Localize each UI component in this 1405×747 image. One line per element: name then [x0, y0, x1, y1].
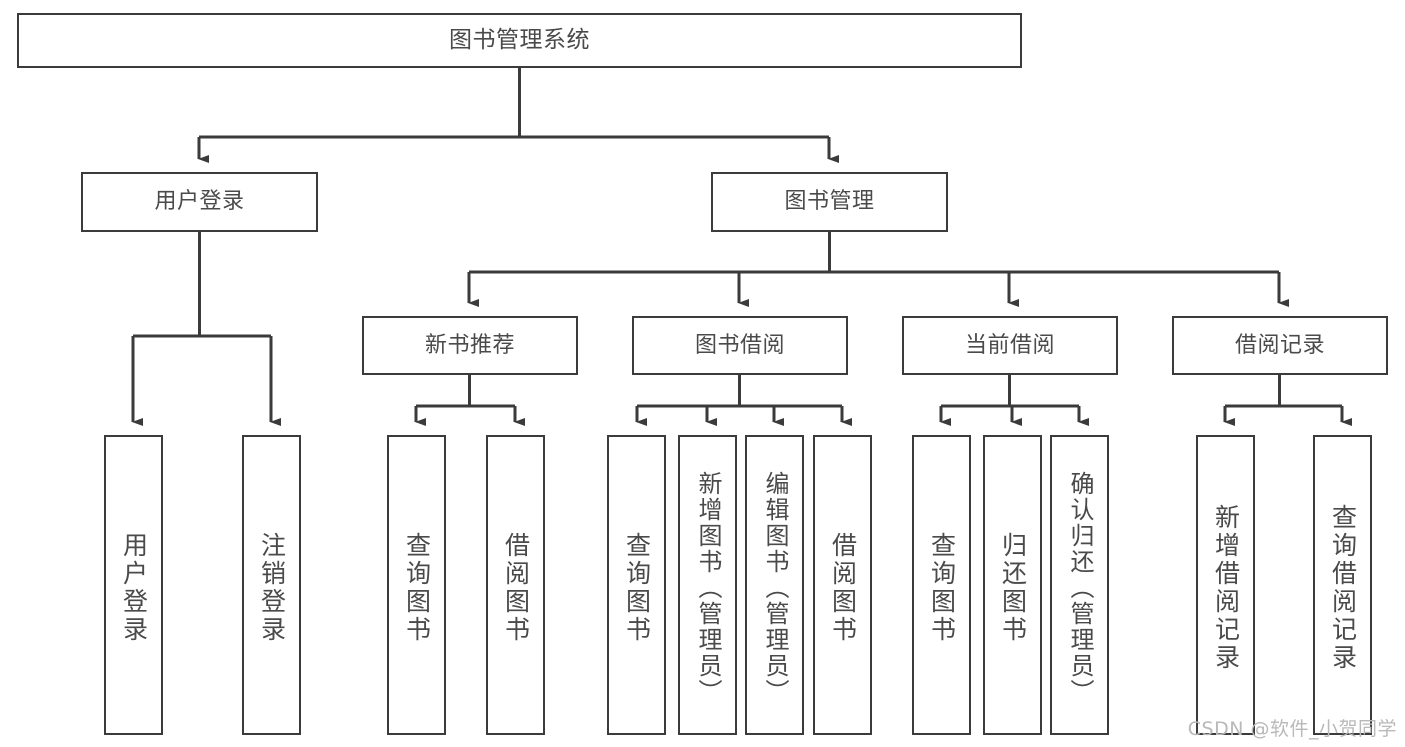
csdn-watermark: CSDN @软件_小贺同学	[1187, 718, 1397, 740]
node-leaf-borrow-book-label: 借阅图书	[828, 532, 858, 644]
node-book-manage-label: 图书管理	[784, 189, 875, 215]
node-leaf-confirm-return-label: 确认归还（管理员）	[1065, 471, 1094, 705]
node-leaf-query-book-borrow[interactable]: 查询图书	[607, 435, 666, 735]
node-leaf-edit-book-label: 编辑图书（管理员）	[760, 471, 789, 705]
node-leaf-borrow-book-rec[interactable]: 借阅图书	[486, 435, 545, 735]
node-book-borrow[interactable]: 图书借阅	[632, 316, 848, 375]
node-leaf-add-book[interactable]: 新增图书（管理员）	[678, 435, 737, 735]
node-leaf-query-borrow-record-label: 查询借阅记录	[1328, 504, 1358, 672]
node-leaf-logout[interactable]: 注销登录	[242, 435, 301, 735]
node-leaf-return-book[interactable]: 归还图书	[983, 435, 1042, 735]
node-borrow-record-label: 借阅记录	[1234, 332, 1325, 358]
node-leaf-logout-label: 注销登录	[257, 532, 287, 644]
node-leaf-borrow-book-rec-label: 借阅图书	[501, 532, 531, 644]
node-root-label: 图书管理系统	[449, 26, 590, 53]
node-book-borrow-label: 图书借阅	[694, 332, 785, 358]
node-current-borrow-label: 当前借阅	[964, 332, 1055, 358]
node-user-login[interactable]: 用户登录	[81, 172, 318, 232]
node-leaf-query-book-rec[interactable]: 查询图书	[387, 435, 446, 735]
node-leaf-borrow-book[interactable]: 借阅图书	[813, 435, 872, 735]
node-leaf-user-login[interactable]: 用户登录	[104, 435, 163, 735]
node-leaf-query-book-rec-label: 查询图书	[402, 532, 432, 644]
node-leaf-user-login-label: 用户登录	[119, 532, 149, 644]
node-new-book-recommend-label: 新书推荐	[424, 332, 515, 358]
node-borrow-record[interactable]: 借阅记录	[1172, 316, 1388, 375]
node-leaf-add-borrow-record[interactable]: 新增借阅记录	[1196, 435, 1255, 735]
node-leaf-query-borrow-record[interactable]: 查询借阅记录	[1313, 435, 1372, 735]
node-current-borrow[interactable]: 当前借阅	[902, 316, 1118, 375]
node-leaf-add-borrow-record-label: 新增借阅记录	[1211, 504, 1241, 672]
node-leaf-confirm-return[interactable]: 确认归还（管理员）	[1050, 435, 1109, 735]
node-leaf-query-book-current-label: 查询图书	[927, 532, 957, 644]
node-root[interactable]: 图书管理系统	[17, 13, 1022, 68]
node-new-book-recommend[interactable]: 新书推荐	[362, 316, 578, 375]
node-leaf-return-book-label: 归还图书	[998, 532, 1028, 644]
node-user-login-label: 用户登录	[154, 189, 245, 215]
node-leaf-add-book-label: 新增图书（管理员）	[693, 471, 722, 705]
node-leaf-query-book-current[interactable]: 查询图书	[912, 435, 971, 735]
node-leaf-query-book-borrow-label: 查询图书	[622, 532, 652, 644]
node-book-manage[interactable]: 图书管理	[711, 172, 948, 232]
node-leaf-edit-book[interactable]: 编辑图书（管理员）	[745, 435, 804, 735]
